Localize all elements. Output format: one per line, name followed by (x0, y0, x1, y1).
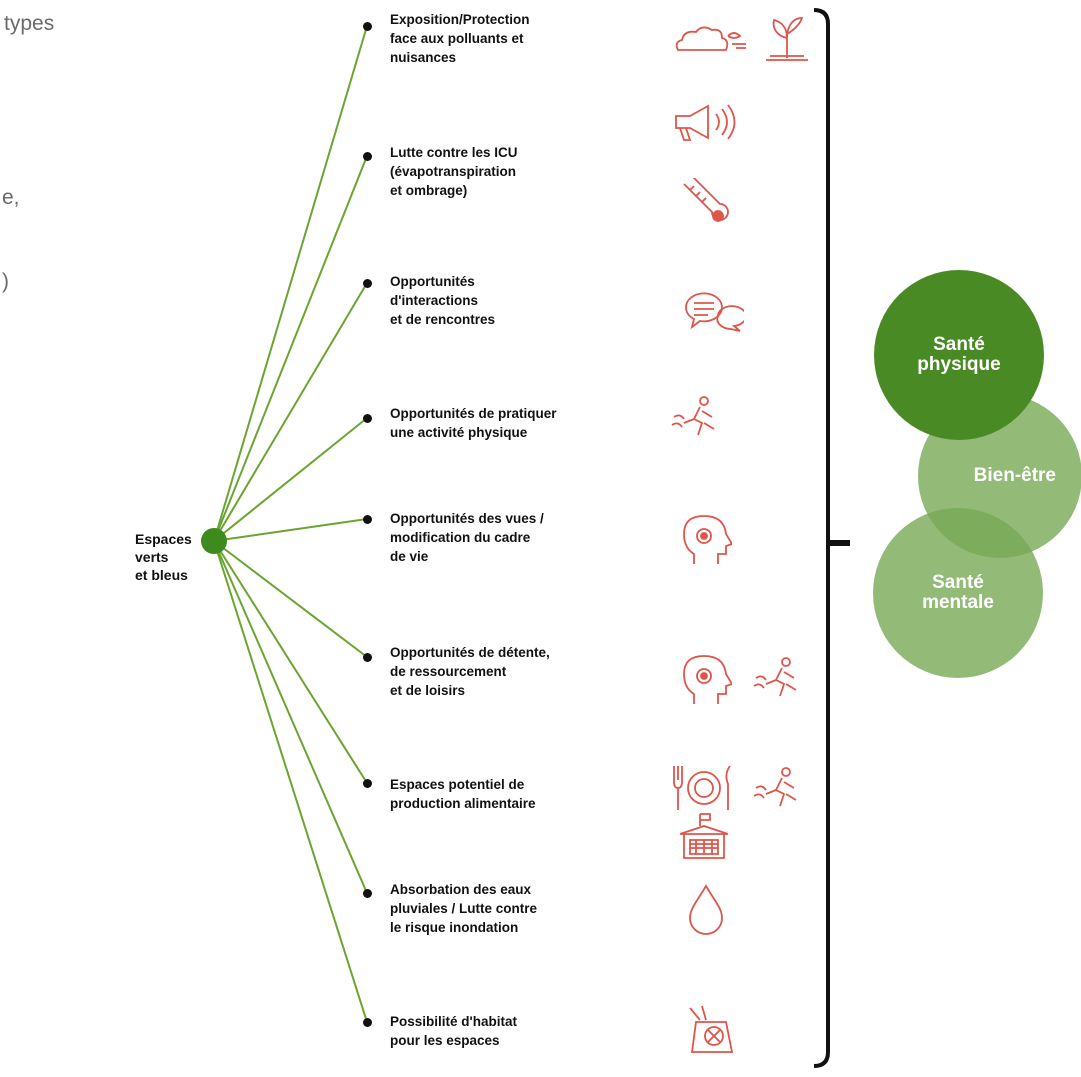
connector-line (213, 417, 368, 542)
mental-health-label-line-2: mentale (922, 592, 994, 613)
item-line: nuisances (390, 50, 457, 65)
plant-sprout-icon (766, 17, 808, 61)
bracket-tick (828, 540, 850, 546)
physical-health-label-line-1: Santé (933, 334, 985, 355)
item-bullet (363, 414, 372, 423)
head-mind-icon (683, 515, 732, 564)
cropped-text-fragment-1: types (4, 12, 55, 35)
connector-line (213, 540, 368, 658)
megaphone-noise-icon (675, 104, 736, 141)
cropped-text-fragment-2: e, (2, 186, 20, 209)
market-stall-icon (679, 813, 729, 859)
item-line: et de loisirs (390, 683, 466, 698)
thermometer-icon (683, 178, 729, 222)
item-line: le risque inondation (390, 920, 519, 935)
item-bullet (363, 653, 372, 662)
mental-health-circle: Santé mentale (873, 508, 1043, 678)
item-line: Opportunités des vues / (390, 511, 544, 526)
hub-label: Espaces verts et bleus (135, 530, 225, 584)
item-line: Opportunités de pratiquer (390, 406, 557, 421)
water-drop-icon (689, 884, 723, 935)
item-bullet (363, 779, 372, 788)
item-line: production alimentaire (390, 796, 536, 811)
physical-health-circle: Santé physique (874, 270, 1044, 440)
runner-icon (753, 767, 797, 807)
wellbeing-label: Bien-être (973, 465, 1056, 486)
connector-line (213, 25, 368, 542)
connector-line (213, 155, 368, 542)
item-line: Lutte contre les ICU (390, 145, 518, 160)
item-line: Espaces potentiel de (390, 777, 525, 792)
item-bullet (363, 1018, 372, 1027)
hub-label-line-2: et bleus (135, 567, 188, 583)
hub-label-line-1: Espaces verts (135, 531, 192, 565)
item-line: et de rencontres (390, 312, 496, 327)
benefit-item-stormwater: Absorbation des eaux pluviales / Lutte c… (390, 880, 650, 937)
runner-icon (753, 657, 797, 697)
connector-line (213, 540, 368, 784)
item-bullet (363, 22, 372, 31)
benefit-item-physical-activity: Opportunités de pratiquer une activité p… (390, 404, 650, 442)
item-line: de vie (390, 549, 429, 564)
benefit-item-food-production: Espaces potentiel de production alimenta… (390, 775, 650, 813)
item-line: pluviales / Lutte contre (390, 901, 538, 916)
item-line: Exposition/Protection (390, 12, 530, 27)
item-bullet (363, 152, 372, 161)
head-mind-icon (683, 655, 732, 704)
item-bullet (363, 515, 372, 524)
benefit-item-relaxation: Opportunités de détente, de ressourcemen… (390, 643, 650, 700)
item-bullet (363, 279, 372, 288)
connector-line (213, 518, 368, 542)
item-line: face aux polluants et (390, 31, 524, 46)
physical-health-label-line-2: physique (917, 354, 1001, 375)
connector-line (213, 540, 368, 1023)
benefit-item-habitat: Possibilité d'habitat pour les espaces (390, 1012, 650, 1050)
speech-bubbles-icon (685, 292, 744, 332)
plate-cutlery-icon (673, 765, 731, 810)
connector-line (213, 540, 368, 894)
item-line: Opportunités de détente, (390, 645, 550, 660)
cropped-text-fragment-3: ) (2, 270, 9, 293)
item-line: (évapotranspiration (390, 164, 517, 179)
runner-icon (671, 396, 715, 436)
item-line: et ombrage) (390, 183, 468, 198)
cloud-pollution-icon (675, 26, 746, 51)
item-line: Absorbation des eaux (390, 882, 532, 897)
item-line: d'interactions (390, 293, 478, 308)
item-line: une activité physique (390, 425, 528, 440)
mental-health-label-line-1: Santé (932, 572, 984, 593)
insect-habitat-icon (689, 1005, 734, 1053)
item-line: modification du cadre (390, 530, 531, 545)
benefit-item-views: Opportunités des vues / modification du … (390, 509, 650, 566)
hub-node (201, 528, 227, 554)
connector-line (213, 282, 368, 542)
item-bullet (363, 889, 372, 898)
benefit-item-pollutants: Exposition/Protection face aux polluants… (390, 10, 650, 67)
item-line: Possibilité d'habitat (390, 1014, 517, 1029)
benefit-item-interactions: Opportunités d'interactions et de rencon… (390, 272, 650, 329)
right-bracket (813, 8, 830, 1068)
item-line: pour les espaces (390, 1033, 500, 1048)
item-line: de ressourcement (390, 664, 507, 679)
benefit-item-icu: Lutte contre les ICU (évapotranspiration… (390, 143, 650, 200)
item-line: Opportunités (390, 274, 475, 289)
